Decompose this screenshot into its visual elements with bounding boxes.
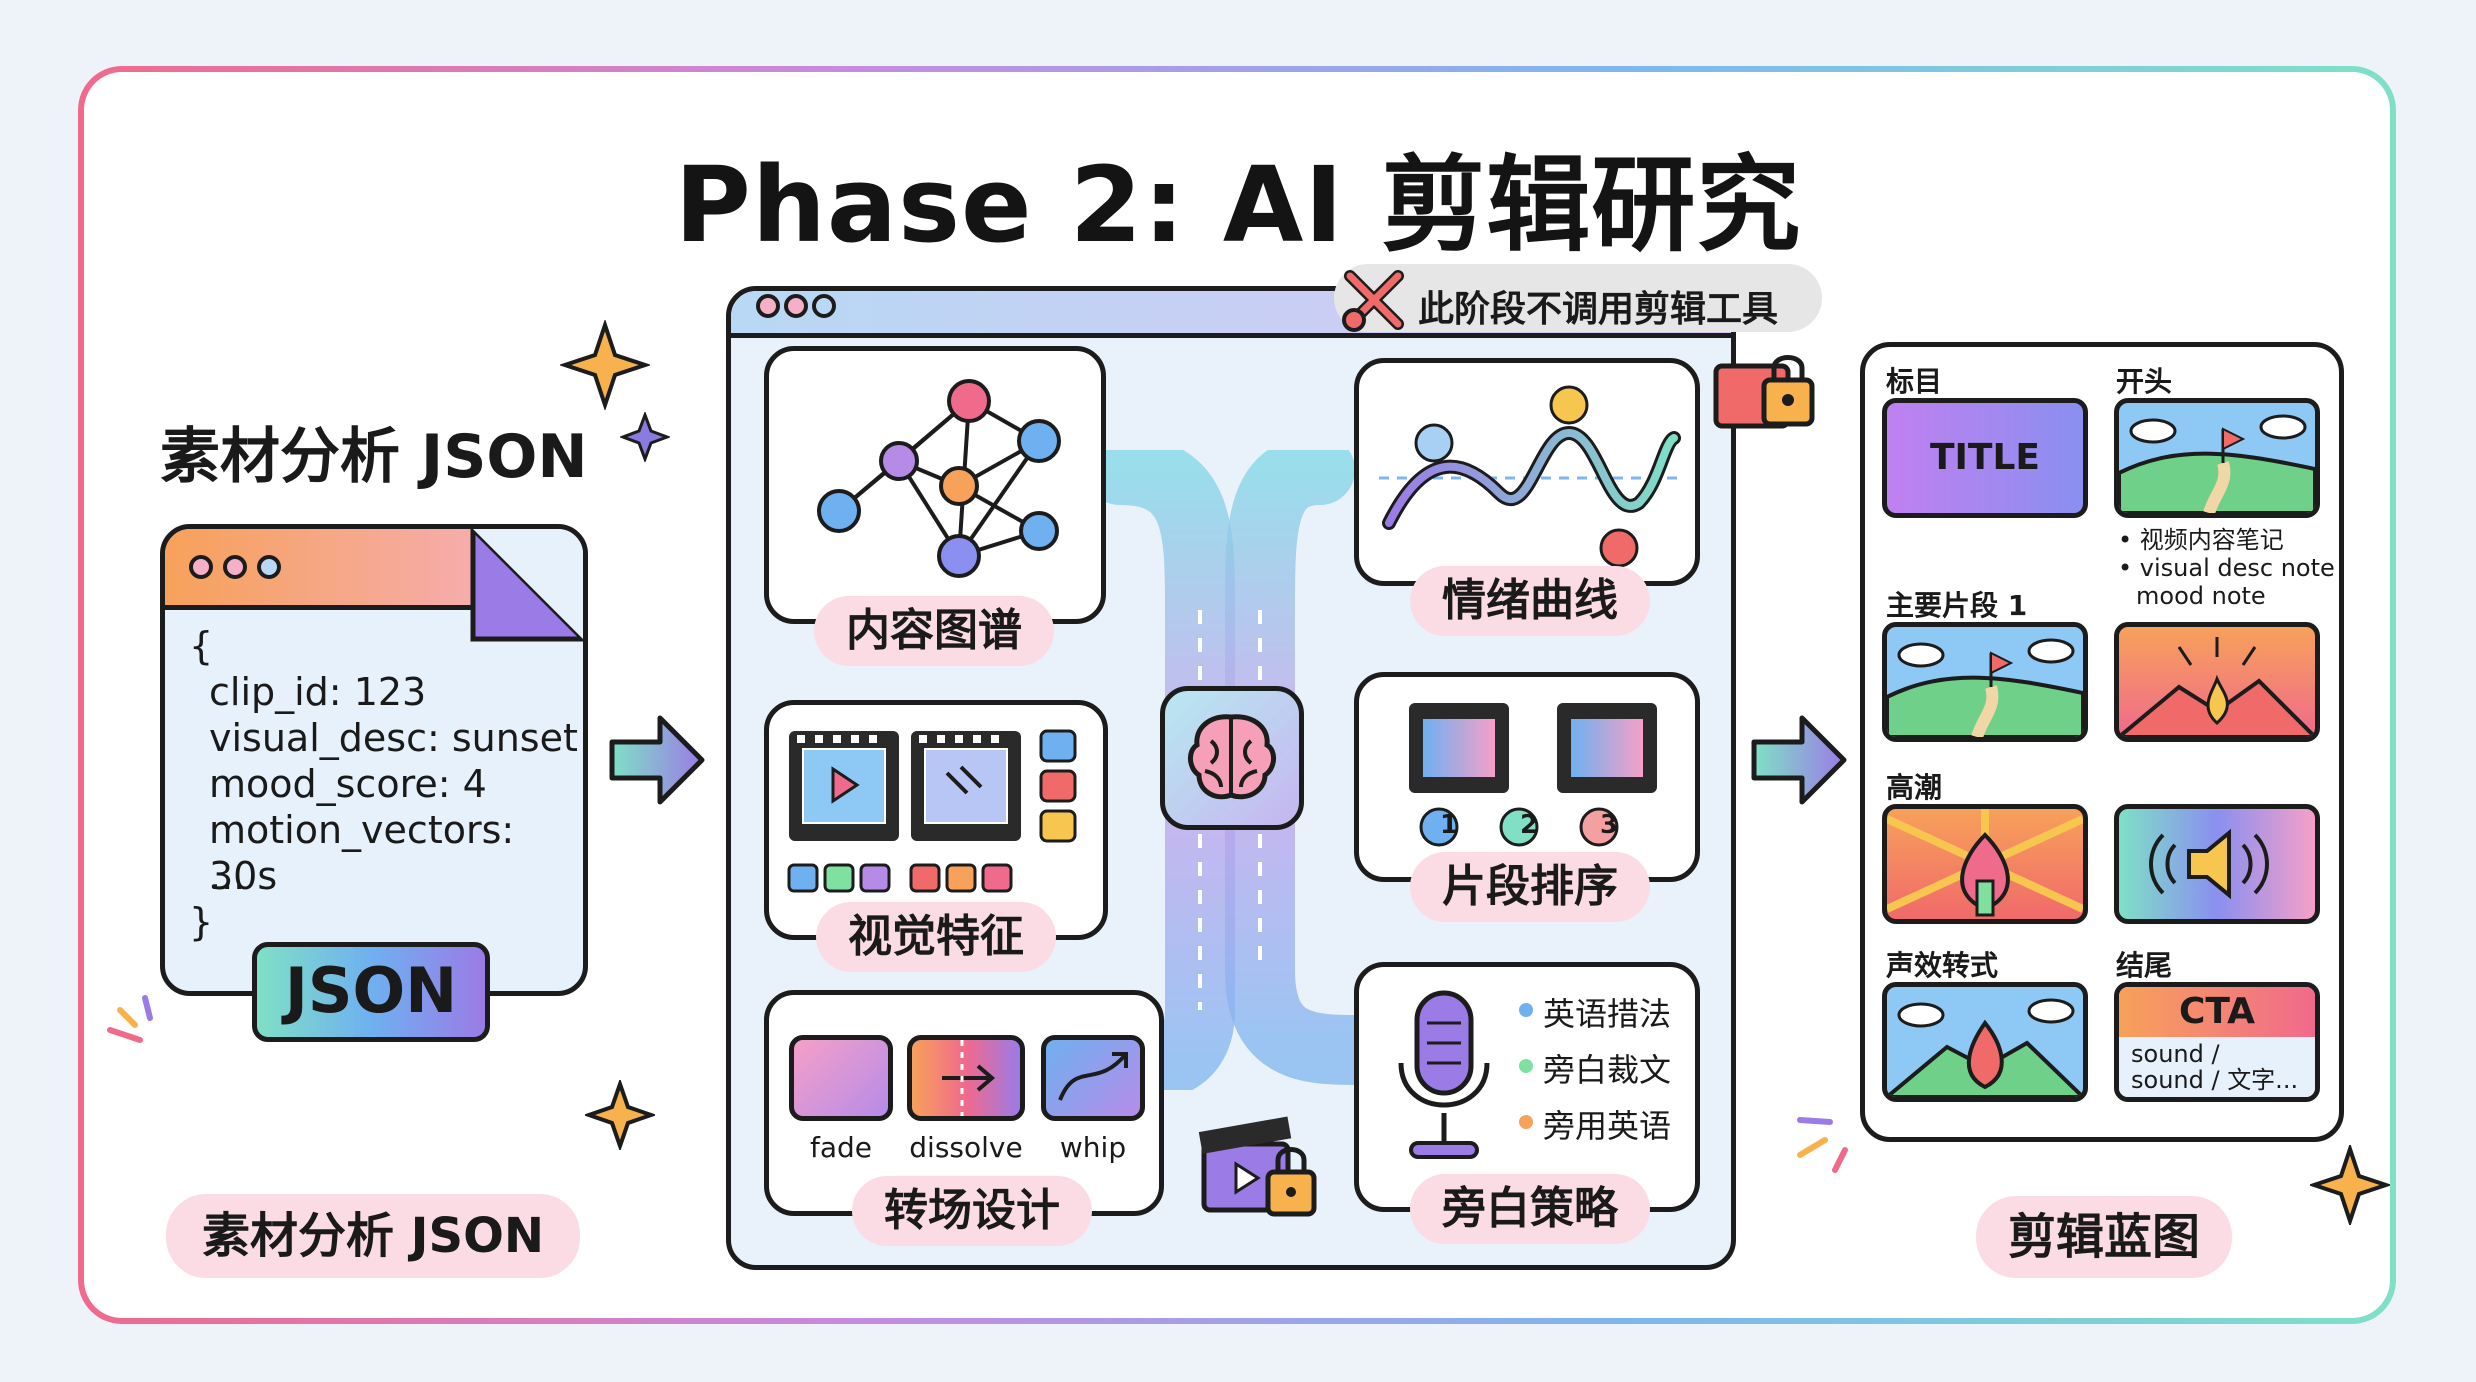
code-brace-open: { — [189, 624, 214, 668]
section-ending-label: 结尾 — [2116, 949, 2173, 982]
sparkle-lines-icon — [1797, 1117, 1848, 1173]
blueprint-pill-label: 剪辑蓝图 — [1976, 1196, 2232, 1278]
code-line: clip_id: 123 — [209, 670, 427, 714]
section-opening-label: 开头 — [2116, 365, 2173, 398]
code-line: ... — [209, 854, 246, 898]
film-frames-icon — [787, 729, 1077, 893]
sequence-number: 1 — [1439, 810, 1459, 840]
section-main-label: 主要片段 1 — [1886, 589, 2028, 622]
module-clip-sequencing: 1 2 3 — [1354, 672, 1700, 882]
fade-thumbnail — [789, 1035, 893, 1121]
module-emotion-curve — [1354, 358, 1700, 586]
section-title-label: 标目 — [1886, 365, 1943, 398]
narration-strategy-label: 旁白策略 — [1410, 1174, 1650, 1244]
arrow-right-icon — [1751, 715, 1847, 805]
input-pill-label: 素材分析 JSON — [166, 1194, 580, 1278]
visual-features-label: 视觉特征 — [816, 902, 1056, 972]
code-line: mood_score: 4 — [209, 762, 487, 806]
opening-thumbnail — [2114, 398, 2320, 518]
notice-pill — [1334, 264, 1822, 332]
json-document: { clip_id: 123 visual_desc: sunset mood_… — [160, 524, 588, 996]
ai-brain-hub — [1160, 686, 1304, 830]
microphone-icon — [1398, 990, 1490, 1159]
speaker-icon — [2149, 828, 2269, 900]
transition-dissolve: dissolve — [909, 1131, 1023, 1164]
title-card: TITLE — [1882, 398, 2088, 518]
narration-item: 旁用英语 — [1543, 1107, 1672, 1145]
opening-note: • 视频内容笔记 — [2118, 526, 2284, 554]
input-heading: 素材分析 JSON — [160, 422, 588, 492]
module-content-graph — [764, 346, 1106, 624]
climax-thumbnail — [1882, 804, 2088, 924]
sparkle-icon — [2310, 1145, 2390, 1225]
code-line: motion_vectors: 30s — [209, 808, 515, 898]
module-transition-design: fade dissolve whip — [764, 990, 1164, 1216]
sparkle-icon — [620, 412, 670, 462]
section-sfx-label: 声效转式 — [1886, 949, 1999, 982]
narration-item: 英语措法 — [1543, 995, 1672, 1033]
sparkle-icon — [585, 1080, 655, 1150]
cta-card: CTA sound / sound / 文字... — [2114, 982, 2320, 1102]
page-fold-icon — [470, 529, 583, 642]
clip-sequencing-label: 片段排序 — [1410, 852, 1650, 922]
fire-mountain-icon — [2119, 637, 2315, 737]
brain-icon — [1188, 714, 1276, 800]
network-graph-icon — [817, 379, 1061, 578]
main-segment-thumbnail — [1882, 622, 2088, 742]
module-visual-features — [764, 700, 1108, 940]
json-badge: JSON — [252, 942, 490, 1042]
transition-fade: fade — [809, 1131, 872, 1164]
transition-design-label: 转场设计 — [852, 1176, 1092, 1246]
whip-motion-icon — [1058, 1052, 1128, 1101]
cta-note: sound / — [2131, 1040, 2220, 1068]
landscape-flag-icon — [2119, 414, 2315, 513]
whip-thumbnail — [1041, 1035, 1145, 1121]
cta-title: CTA — [2119, 987, 2315, 1037]
arrow-right-icon — [609, 715, 705, 805]
fire-landscape-icon — [1887, 998, 2083, 1097]
arrow-right-icon — [942, 1040, 996, 1116]
sfx-thumbnail — [1882, 982, 2088, 1102]
climax-burst-icon — [1887, 809, 2083, 917]
page-title: Phase 2: AI 剪辑研究 — [674, 144, 1802, 266]
module-narration-strategy: 英语措法 旁白裁文 旁用英语 — [1354, 962, 1700, 1212]
clip-order-icon — [1409, 703, 1657, 847]
narration-item: 旁白裁文 — [1543, 1051, 1672, 1089]
sound-thumbnail — [2114, 804, 2320, 924]
main-segment-fire-thumbnail — [2114, 622, 2320, 742]
code-line: visual_desc: sunset — [209, 716, 578, 760]
cta-note: sound / 文字... — [2131, 1066, 2299, 1094]
section-climax-label: 高潮 — [1886, 771, 1943, 804]
no-tools-icon — [1342, 270, 1404, 332]
opening-note: • visual desc note — [2118, 554, 2335, 582]
content-graph-label: 内容图谱 — [814, 596, 1054, 666]
sparkle-icon — [560, 320, 650, 410]
landscape-flag-icon — [1887, 638, 2083, 737]
dissolve-thumbnail — [907, 1035, 1025, 1121]
locked-toolbox-icon — [1713, 355, 1815, 429]
locked-clapperboard-icon — [1198, 1116, 1317, 1217]
sequence-number: 3 — [1599, 810, 1619, 840]
sparkle-lines-icon — [107, 995, 153, 1043]
sequence-number: 2 — [1519, 810, 1539, 840]
emotion-curve-icon — [1379, 385, 1681, 568]
notice-text: 此阶段不调用剪辑工具 — [1418, 289, 1779, 330]
code-brace-close: } — [189, 900, 214, 944]
transition-whip: whip — [1059, 1131, 1127, 1164]
opening-note: mood note — [2136, 582, 2266, 610]
emotion-curve-label: 情绪曲线 — [1410, 566, 1650, 636]
